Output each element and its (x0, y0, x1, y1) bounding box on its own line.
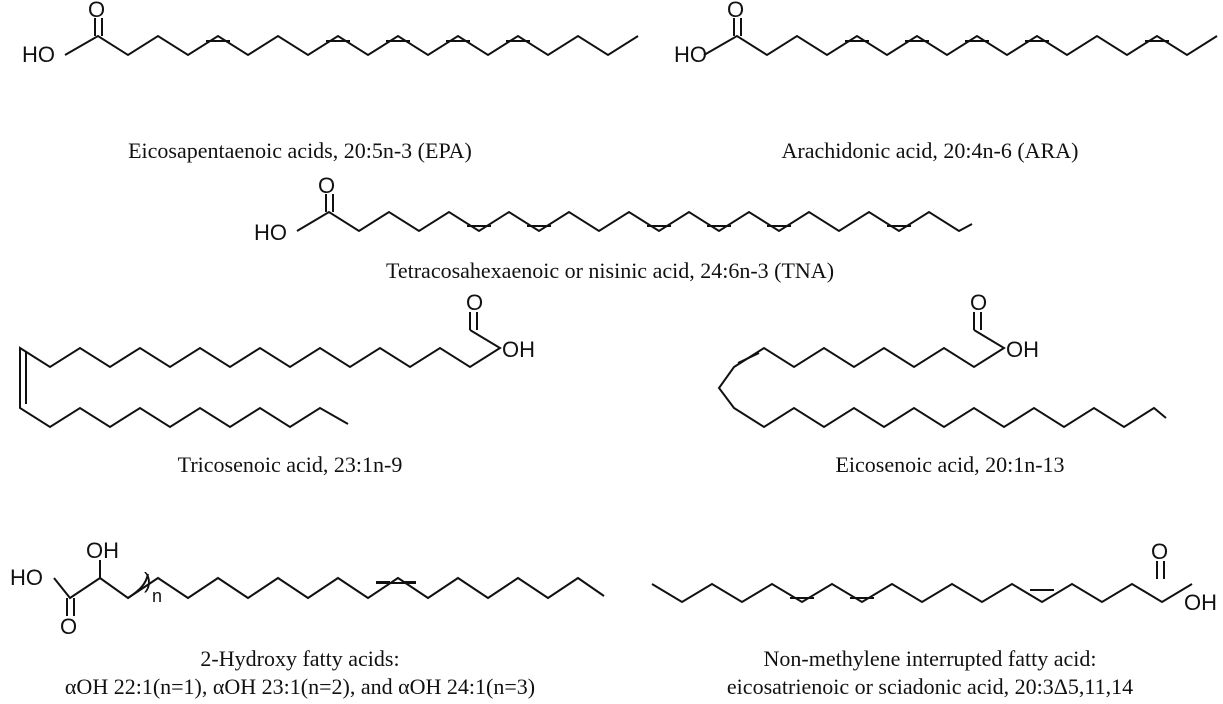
hydroxy-repeat-subscript: n (152, 586, 162, 606)
caption-epa: Eicosapentaenoic acids, 20:5n-3 (EPA) (128, 138, 472, 163)
eicosenoic-carbonyl-oxygen: O (970, 290, 987, 315)
tna-structure: O HO (254, 173, 973, 245)
ara-structure: O HO (674, 0, 1218, 67)
nmi-hydroxyl-label: OH (1184, 590, 1217, 615)
eicosenoic-hydroxyl-label: OH (1006, 337, 1039, 362)
tna-hydroxyl-label: HO (254, 220, 287, 245)
caption-hydroxy-line1: 2-Hydroxy fatty acids: (200, 646, 400, 671)
ara-hydroxyl-label: HO (674, 42, 707, 67)
caption-tna: Tetracosahexaenoic or nisinic acid, 24:6… (385, 258, 835, 283)
tricosenoic-hydroxyl-label: OH (502, 337, 535, 362)
tricosenoic-structure: O OH (19, 290, 535, 429)
nmi-carbonyl-oxygen: O (1151, 539, 1168, 564)
epa-structure: O HO (22, 0, 639, 67)
tna-carbonyl-oxygen: O (318, 173, 335, 198)
caption-eicosenoic: Eicosenoic acid, 20:1n-13 (835, 452, 1065, 477)
hydroxy-carboxyl-hydroxyl: HO (10, 565, 43, 590)
hydroxy-repeat-bracket: ) (144, 568, 151, 593)
caption-nmi-line2: eicosatrienoic or sciadonic acid, 20:3Δ5… (726, 674, 1134, 699)
caption-ara: Arachidonic acid, 20:4n-6 (ARA) (781, 138, 1079, 163)
hydroxy-alpha-hydroxyl: OH (86, 538, 119, 563)
tricosenoic-carbonyl-oxygen: O (466, 290, 483, 315)
ara-carbonyl-oxygen: O (727, 0, 744, 22)
hydroxy-carbonyl-oxygen: O (60, 614, 77, 639)
caption-hydroxy-line2: αOH 22:1(n=1), αOH 23:1(n=2), and αOH 24… (64, 674, 536, 699)
epa-hydroxyl-label: HO (22, 42, 55, 67)
caption-tricosenoic: Tricosenoic acid, 23:1n-9 (177, 452, 403, 477)
caption-nmi-line1: Non-methylene interrupted fatty acid: (763, 646, 1097, 671)
epa-carbonyl-oxygen: O (88, 0, 105, 22)
nmi-structure: O OH (651, 539, 1217, 615)
hydroxy-fatty-acid-structure: HO O OH ) n (10, 538, 605, 639)
eicosenoic-structure: O OH (717, 290, 1167, 429)
